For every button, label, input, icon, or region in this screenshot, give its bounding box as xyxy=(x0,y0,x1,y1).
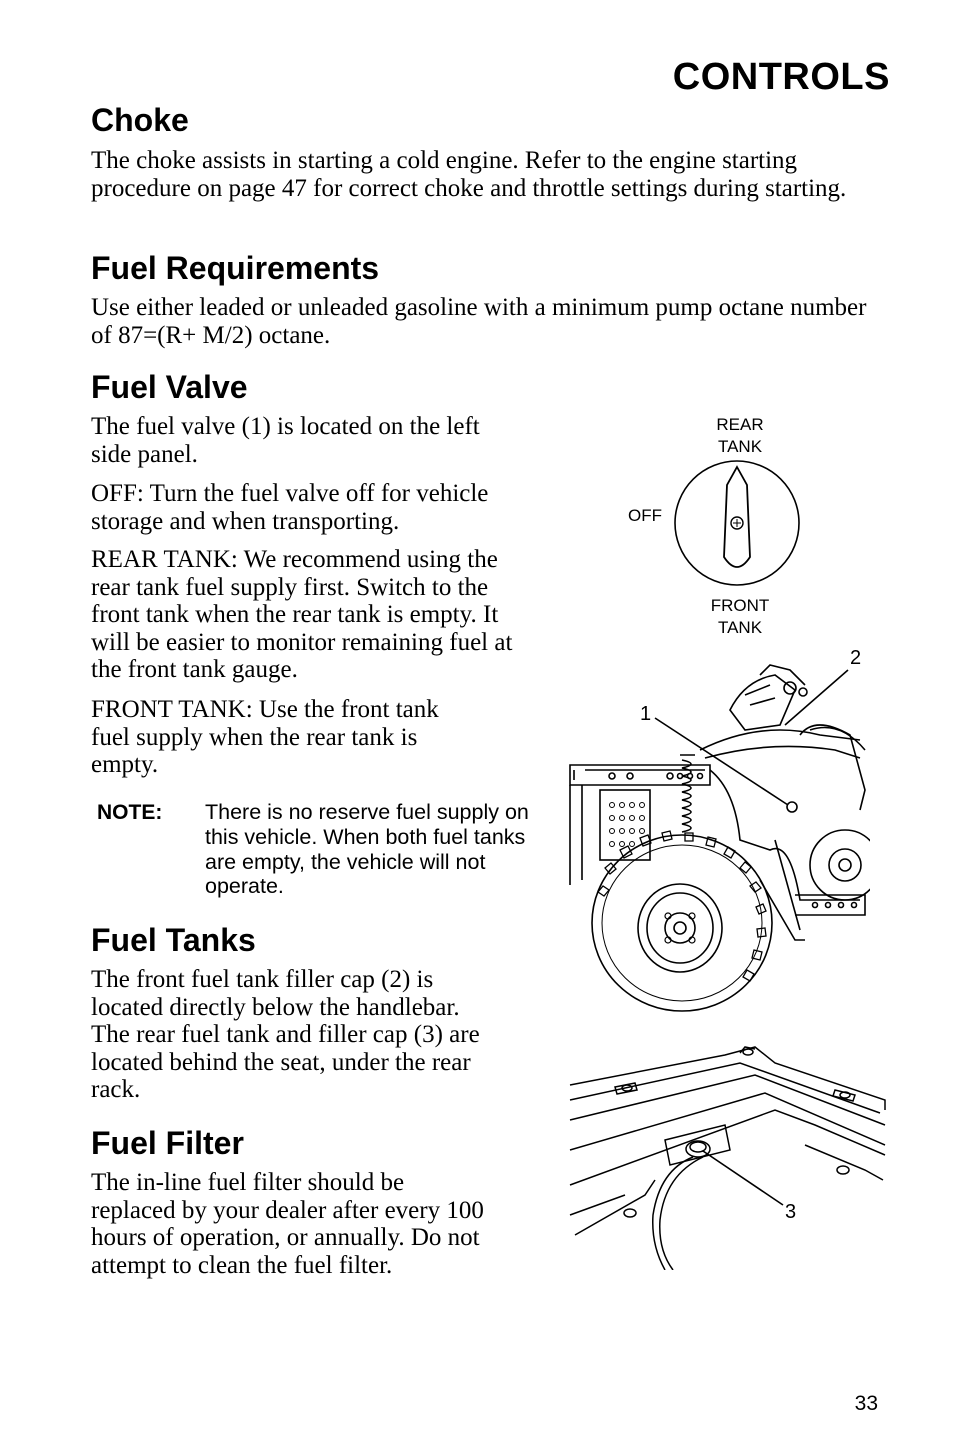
fuel-requirements-body: Use either leaded or unleaded gasoline w… xyxy=(91,294,867,349)
rack-illustration xyxy=(569,1046,886,1270)
callout-2: 2 xyxy=(850,647,861,669)
dial-ring xyxy=(674,460,800,586)
choke-body: The choke assists in starting a cold eng… xyxy=(91,147,847,202)
note-text: There is no reserve fuel supply on this … xyxy=(205,800,529,899)
fuel-valve-p3: REAR TANK: We recommend using the rear t… xyxy=(91,546,513,683)
heading-fuel-filter: Fuel Filter xyxy=(91,1125,244,1161)
callout-1: 1 xyxy=(640,703,651,725)
page-number: 33 xyxy=(854,1392,878,1415)
atv-illustration xyxy=(569,664,870,1012)
fuel-valve-dial-figure: REAR TANK OFF FRONT TANK xyxy=(628,415,800,637)
dial-label-rear-2: TANK xyxy=(718,437,763,456)
dial-screw xyxy=(730,516,744,530)
fuel-valve-p2: OFF: Turn the fuel valve off for vehicle… xyxy=(91,480,489,535)
note-label: NOTE: xyxy=(97,801,163,824)
fuel-valve-p4: FRONT TANK: Use the front tank fuel supp… xyxy=(91,696,439,778)
dial-label-off: OFF xyxy=(628,506,662,525)
fuel-filter-body: The in-line fuel filter should be replac… xyxy=(91,1169,484,1279)
fuel-tanks-body: The front fuel tank filler cap (2) is lo… xyxy=(91,966,480,1103)
chapter-title: CONTROLS xyxy=(672,56,890,98)
callout-1-leader xyxy=(654,717,789,806)
callout-3: 3 xyxy=(785,1201,796,1223)
heading-choke: Choke xyxy=(91,102,189,138)
callout-2-leader xyxy=(784,669,849,726)
fuel-valve-p1: The fuel valve (1) is located on the lef… xyxy=(91,413,480,468)
heading-fuel-requirements: Fuel Requirements xyxy=(91,250,380,286)
heading-fuel-tanks: Fuel Tanks xyxy=(91,922,256,958)
atv-front-figure: 1 2 xyxy=(569,647,870,1012)
dial-label-front-1: FRONT xyxy=(711,596,770,615)
callout-3-leader xyxy=(702,1150,784,1206)
rear-rack-figure: 3 xyxy=(569,1046,886,1270)
heading-fuel-valve: Fuel Valve xyxy=(91,369,248,405)
dial-label-rear-1: REAR xyxy=(716,415,763,434)
dial-label-front-2: TANK xyxy=(718,618,763,637)
